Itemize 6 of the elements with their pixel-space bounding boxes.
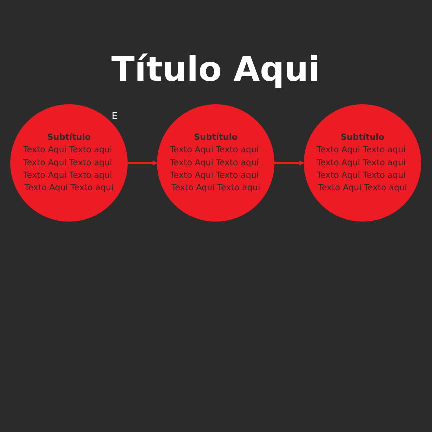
arrow <box>274 160 305 166</box>
arrow <box>128 160 158 166</box>
note-text: E <box>112 112 118 122</box>
title: Título Aqui <box>110 50 322 90</box>
node-circle: Subtítulo Texto Aqui Texto aqui Texto Aqui Texto aqui Texto Aqui Texto aqui Texto Aqui Texto aqui <box>304 104 422 222</box>
node-circle: Subtítulo Texto Aqui Texto aqui Texto Aqui Texto aqui Texto Aqui Texto aqui Texto Aqui Texto aqui <box>157 104 275 222</box>
